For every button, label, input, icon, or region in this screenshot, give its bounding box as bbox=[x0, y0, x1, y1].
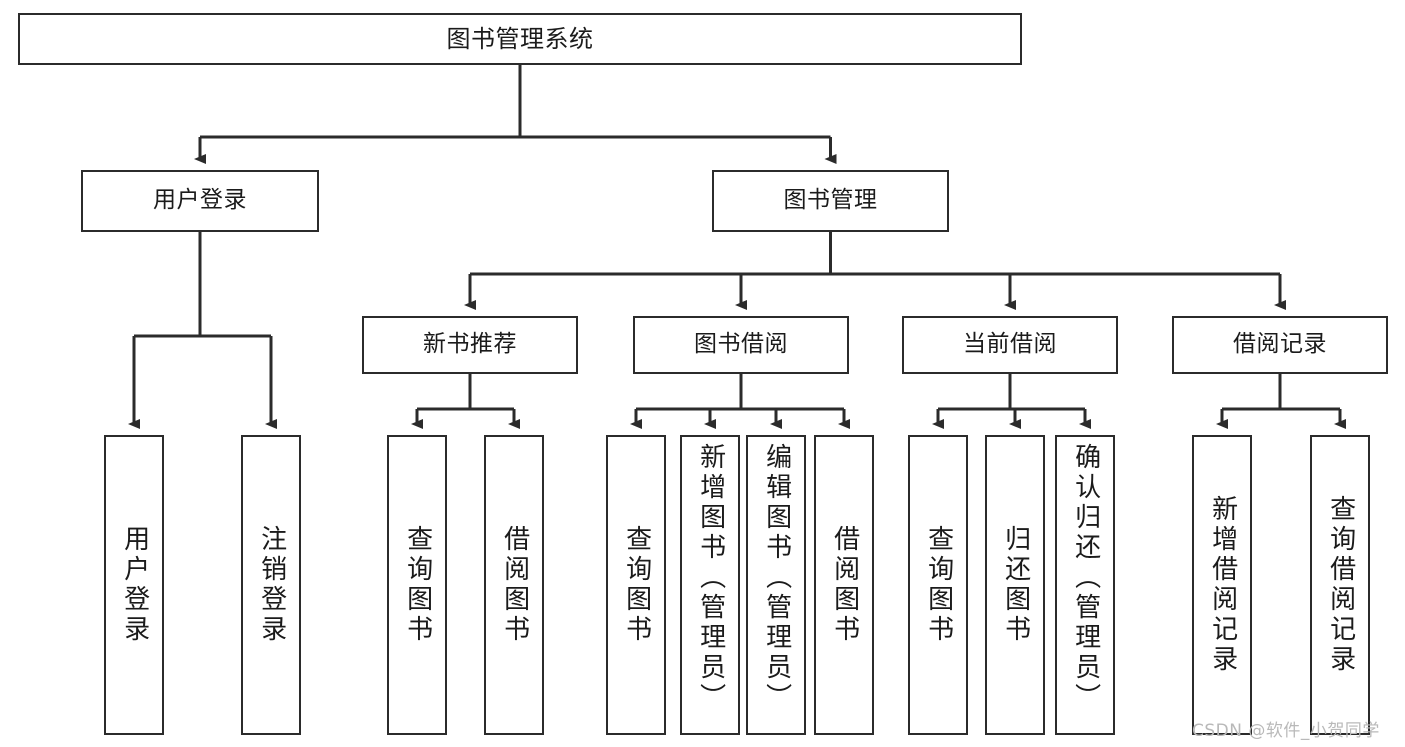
node-leaf-edit-book[interactable]: 编辑图书（管理员） bbox=[746, 435, 806, 735]
node-leaf-query-book-3[interactable]: 查询图书 bbox=[908, 435, 968, 735]
node-leaf-query-book-3-label: 查询图书 bbox=[923, 525, 954, 645]
node-root-label: 图书管理系统 bbox=[446, 24, 594, 53]
node-borrow-record[interactable]: 借阅记录 bbox=[1172, 316, 1388, 374]
node-user-login[interactable]: 用户登录 bbox=[81, 170, 319, 232]
node-leaf-user-logout-label: 注销登录 bbox=[256, 525, 287, 645]
node-book-borrow-label: 图书借阅 bbox=[694, 331, 788, 358]
node-current-borrow-label: 当前借阅 bbox=[963, 331, 1057, 358]
node-leaf-return-book[interactable]: 归还图书 bbox=[985, 435, 1045, 735]
node-leaf-confirm-return-label: 确认归还（管理员） bbox=[1070, 443, 1101, 713]
node-leaf-add-record-label: 新增借阅记录 bbox=[1207, 495, 1238, 675]
node-leaf-query-record[interactable]: 查询借阅记录 bbox=[1310, 435, 1370, 735]
node-leaf-edit-book-label: 编辑图书（管理员） bbox=[761, 443, 792, 713]
node-book-manage[interactable]: 图书管理 bbox=[712, 170, 949, 232]
node-root[interactable]: 图书管理系统 bbox=[18, 13, 1022, 65]
node-leaf-user-logout[interactable]: 注销登录 bbox=[241, 435, 301, 735]
node-leaf-borrow-book-2-label: 借阅图书 bbox=[829, 525, 860, 645]
node-leaf-borrow-book-1[interactable]: 借阅图书 bbox=[484, 435, 544, 735]
csdn-watermark: CSDN @软件_小贺同学 bbox=[1192, 721, 1380, 741]
node-leaf-user-login[interactable]: 用户登录 bbox=[104, 435, 164, 735]
node-borrow-record-label: 借阅记录 bbox=[1233, 331, 1327, 358]
node-leaf-query-book-2-label: 查询图书 bbox=[621, 525, 652, 645]
node-leaf-add-book-label: 新增图书（管理员） bbox=[695, 443, 726, 713]
node-leaf-query-book-1-label: 查询图书 bbox=[402, 525, 433, 645]
node-new-book-rec-label: 新书推荐 bbox=[423, 331, 517, 358]
node-leaf-query-book-1[interactable]: 查询图书 bbox=[387, 435, 447, 735]
node-leaf-add-record[interactable]: 新增借阅记录 bbox=[1192, 435, 1252, 735]
node-book-borrow[interactable]: 图书借阅 bbox=[633, 316, 849, 374]
node-leaf-return-book-label: 归还图书 bbox=[1000, 525, 1031, 645]
node-leaf-add-book[interactable]: 新增图书（管理员） bbox=[680, 435, 740, 735]
node-leaf-confirm-return[interactable]: 确认归还（管理员） bbox=[1055, 435, 1115, 735]
node-leaf-user-login-label: 用户登录 bbox=[119, 525, 150, 645]
node-new-book-rec[interactable]: 新书推荐 bbox=[362, 316, 578, 374]
node-leaf-query-book-2[interactable]: 查询图书 bbox=[606, 435, 666, 735]
node-user-login-label: 用户登录 bbox=[153, 187, 247, 214]
node-current-borrow[interactable]: 当前借阅 bbox=[902, 316, 1118, 374]
node-leaf-borrow-book-2[interactable]: 借阅图书 bbox=[814, 435, 874, 735]
node-book-manage-label: 图书管理 bbox=[783, 187, 878, 214]
node-leaf-borrow-book-1-label: 借阅图书 bbox=[499, 525, 530, 645]
node-leaf-query-record-label: 查询借阅记录 bbox=[1325, 495, 1356, 675]
